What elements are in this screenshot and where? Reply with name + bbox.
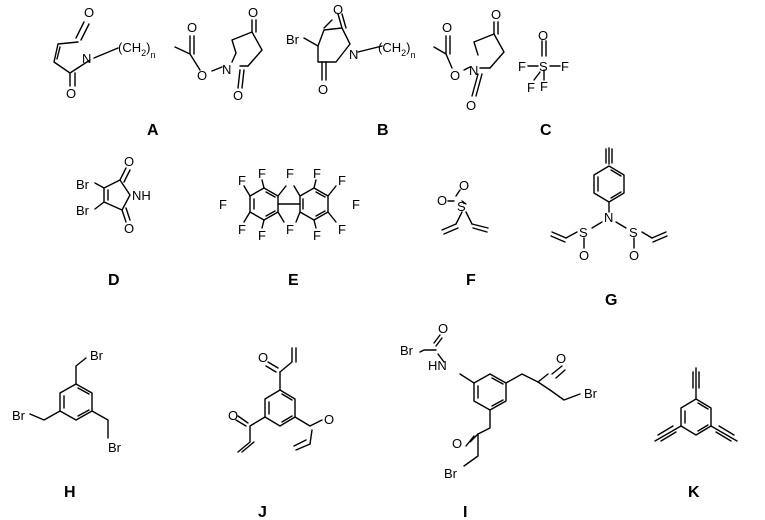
oxygen-a6: O xyxy=(233,88,243,103)
oxygen-f1: O xyxy=(437,193,447,208)
oxygen-f2: O xyxy=(459,178,469,193)
oxygen-g1: O xyxy=(579,248,589,263)
fluorine-c4: F xyxy=(527,80,535,95)
oxygen-a2: O xyxy=(66,86,76,101)
compound-c: O F S F F F C xyxy=(518,28,569,139)
fluorine-e10: F xyxy=(286,222,294,237)
nitrogen-b: N xyxy=(349,47,358,62)
bromine-h3: Br xyxy=(108,440,122,455)
bromine-b: Br xyxy=(286,32,300,47)
bromine-i1: Br xyxy=(400,343,414,358)
oxygen-b1: O xyxy=(333,2,343,17)
oxygen-b4: O xyxy=(450,68,460,83)
nh-d: NH xyxy=(132,188,151,203)
chain-a: (CH2)n xyxy=(118,40,155,60)
oxygen-d2: O xyxy=(124,221,134,236)
label-i: I xyxy=(463,504,467,520)
label-c: C xyxy=(540,122,552,139)
compound-b: Br O N O (CH2)n O O N O O B xyxy=(286,2,505,139)
oxygen-a5: O xyxy=(248,5,258,20)
compound-d: Br Br O NH O D xyxy=(76,154,151,289)
oxygen-g2: O xyxy=(629,248,639,263)
nitrogen-b2: N xyxy=(469,63,478,78)
oxygen-b6: O xyxy=(466,98,476,113)
label-b: B xyxy=(377,122,389,139)
bromine-d2: Br xyxy=(76,203,90,218)
compound-k: K xyxy=(654,367,738,501)
fluorine-e2: F xyxy=(258,166,266,181)
bromine-d1: Br xyxy=(76,177,90,192)
oxygen-b2: O xyxy=(318,82,328,97)
fluorine-c1: F xyxy=(518,59,526,74)
fluorine-e6: F xyxy=(219,197,227,212)
bromine-i2: Br xyxy=(584,386,598,401)
oxygen-a3: O xyxy=(187,20,197,35)
fluorine-e7: F xyxy=(352,197,360,212)
compound-a: O N O (CH2)n O O N O O A xyxy=(53,5,263,139)
label-a: A xyxy=(147,122,159,139)
bromine-h1: Br xyxy=(90,348,104,363)
bromine-h2: Br xyxy=(12,408,26,423)
sulfur-f: S xyxy=(457,199,466,214)
compound-f: O S O F xyxy=(437,178,489,289)
label-g: G xyxy=(605,292,617,309)
nitrogen-g: N xyxy=(604,210,613,225)
oxygen-b5: O xyxy=(491,7,501,22)
fluorine-e11: F xyxy=(313,228,321,243)
fluorine-e5: F xyxy=(338,173,346,188)
fluorine-e12: F xyxy=(338,222,346,237)
compound-i: Br HN O O Br O Br I xyxy=(400,321,598,520)
fluorine-e8: F xyxy=(238,222,246,237)
oxygen-d1: O xyxy=(124,154,134,169)
oxygen-j2: O xyxy=(228,408,238,423)
oxygen-j3: O xyxy=(324,412,334,427)
compound-h: Br Br Br H xyxy=(12,348,122,501)
compound-e: F F F F F F F F F F F F E xyxy=(219,166,360,289)
fluorine-e4: F xyxy=(313,166,321,181)
label-k: K xyxy=(688,484,700,501)
sulfur-g2: S xyxy=(629,225,638,240)
label-h: H xyxy=(64,484,76,501)
oxygen-i2: O xyxy=(556,351,566,366)
sulfur-g1: S xyxy=(579,225,588,240)
oxygen-a4: O xyxy=(197,68,207,83)
fluorine-e1: F xyxy=(238,173,246,188)
compound-j: O O O J xyxy=(228,347,334,520)
oxygen-j1: O xyxy=(258,350,268,365)
chain-b: (CH2)n xyxy=(378,40,415,60)
fluorine-c2: F xyxy=(561,59,569,74)
label-j: J xyxy=(258,504,267,520)
nitrogen-a2: N xyxy=(222,62,231,77)
fluorine-c3: F xyxy=(540,79,548,94)
label-f: F xyxy=(466,272,476,289)
fluorine-e9: F xyxy=(258,228,266,243)
bromine-i3: Br xyxy=(444,466,458,481)
compound-g: N S S O O G xyxy=(550,147,668,309)
oxygen-c: O xyxy=(538,28,548,43)
oxygen-b3: O xyxy=(442,20,452,35)
nitrogen-a: N xyxy=(82,51,91,66)
label-e: E xyxy=(288,272,299,289)
oxygen-i1: O xyxy=(438,321,448,336)
oxygen-i3: O xyxy=(452,436,462,451)
sulfur-c: S xyxy=(539,59,548,74)
fluorine-e3: F xyxy=(286,166,294,181)
oxygen-a1: O xyxy=(84,5,94,20)
hn-i: HN xyxy=(428,358,447,373)
label-d: D xyxy=(108,272,120,289)
